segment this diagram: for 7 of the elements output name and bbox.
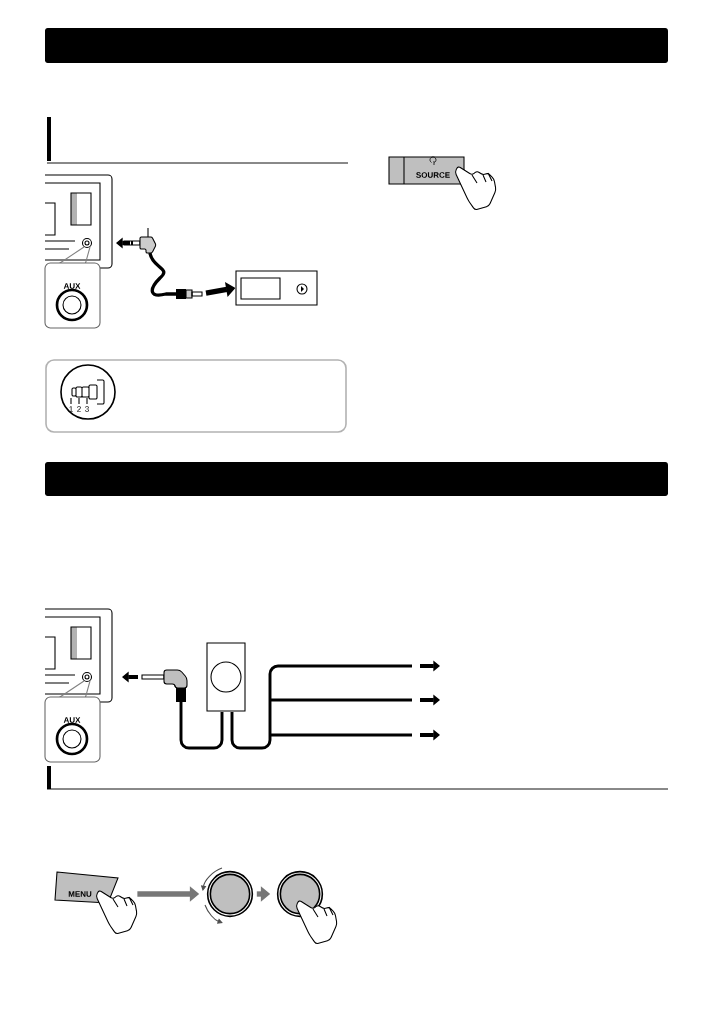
- pin-number: 2: [77, 406, 81, 412]
- jack-label: AUX: [63, 717, 81, 723]
- jack-label: AUX: [63, 283, 81, 289]
- player-drawing: [235, 270, 318, 306]
- pin-number: 3: [85, 406, 89, 412]
- source-button: SOURCE: [388, 156, 465, 185]
- pin-number: 1: [69, 406, 73, 412]
